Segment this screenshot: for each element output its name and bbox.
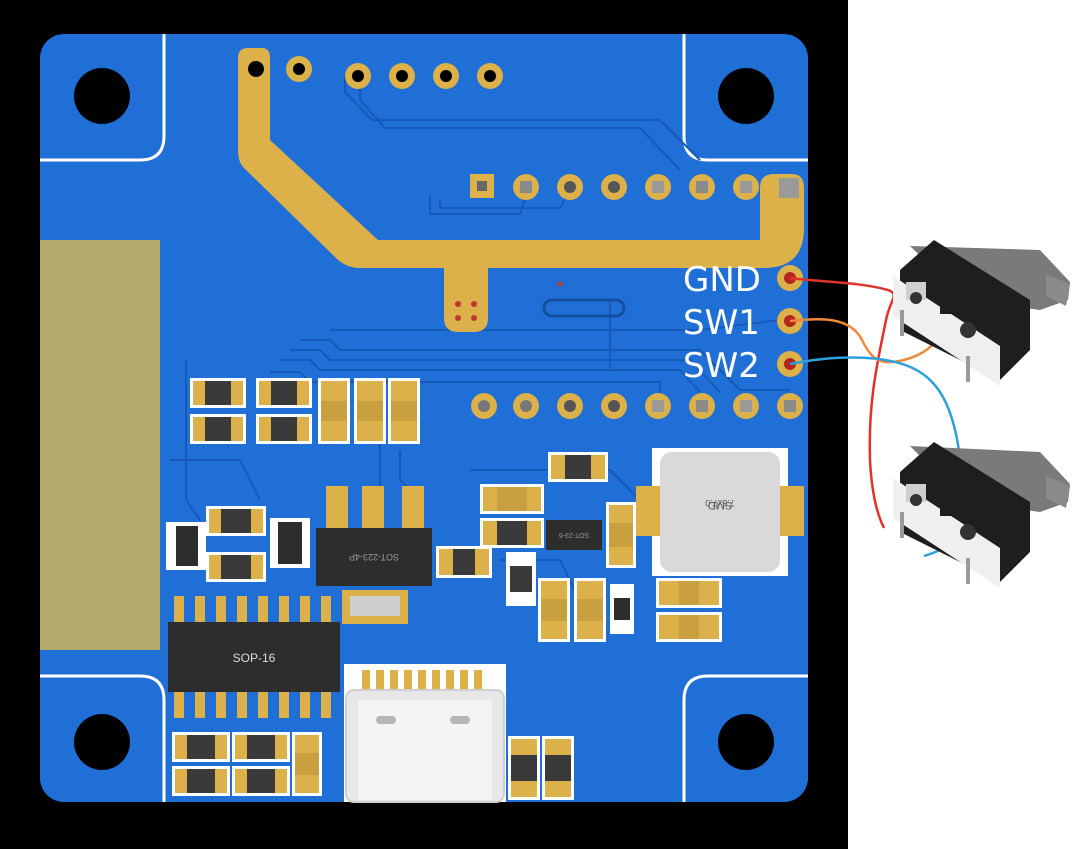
- module-header-bottom-row: [471, 393, 803, 419]
- passive-components-mid: [166, 506, 310, 582]
- passive-components-bottom-right: [508, 736, 574, 800]
- power-trace: [238, 48, 804, 332]
- top-header-pads: [286, 56, 503, 89]
- small-ic-label: SOT-23-6: [559, 531, 589, 538]
- gnd-label: GND: [683, 260, 761, 300]
- pad-hole: [248, 61, 264, 77]
- sot223-label: SOT-223-4P: [349, 552, 399, 562]
- background-light: [848, 0, 1080, 849]
- ic-sop16: SOP-16: [168, 596, 340, 718]
- usb-c-connector-icon: [344, 664, 506, 803]
- pcb-board: GND SW1 SW2: [40, 34, 808, 803]
- slot-outline: [542, 298, 626, 318]
- gnd-wire: [789, 276, 895, 529]
- sw2-label: SW2: [683, 346, 760, 386]
- regulator-sot223: SOT-223-4P: [316, 486, 492, 624]
- passive-components-top: [190, 378, 420, 444]
- mounting-hole-icon: [74, 714, 130, 770]
- sop16-label: SOP-16: [233, 651, 276, 665]
- mounting-hole-icon: [74, 68, 130, 124]
- sw1-wire: [789, 317, 940, 364]
- power-inductor: SMD 7.8x7.0: [636, 448, 804, 576]
- passive-components-bottom-left: [172, 732, 322, 796]
- corner-silkscreen: [40, 34, 808, 802]
- microswitch-icon: [893, 240, 1070, 386]
- module-header-top-row: [470, 174, 799, 200]
- inductor-label-line2: 7.8x7.0: [705, 498, 735, 508]
- output-caps: [656, 578, 722, 642]
- mounting-hole-icon: [718, 68, 774, 124]
- sw1-label: SW1: [683, 303, 760, 343]
- antenna-area: [40, 240, 160, 650]
- mounting-hole-icon: [718, 714, 774, 770]
- microswitch-icon: [893, 442, 1070, 588]
- via-dots: [455, 281, 563, 321]
- buck-converter-cluster: SOT-23-6: [480, 452, 636, 642]
- inductor-label-line1: SMD: [708, 499, 733, 511]
